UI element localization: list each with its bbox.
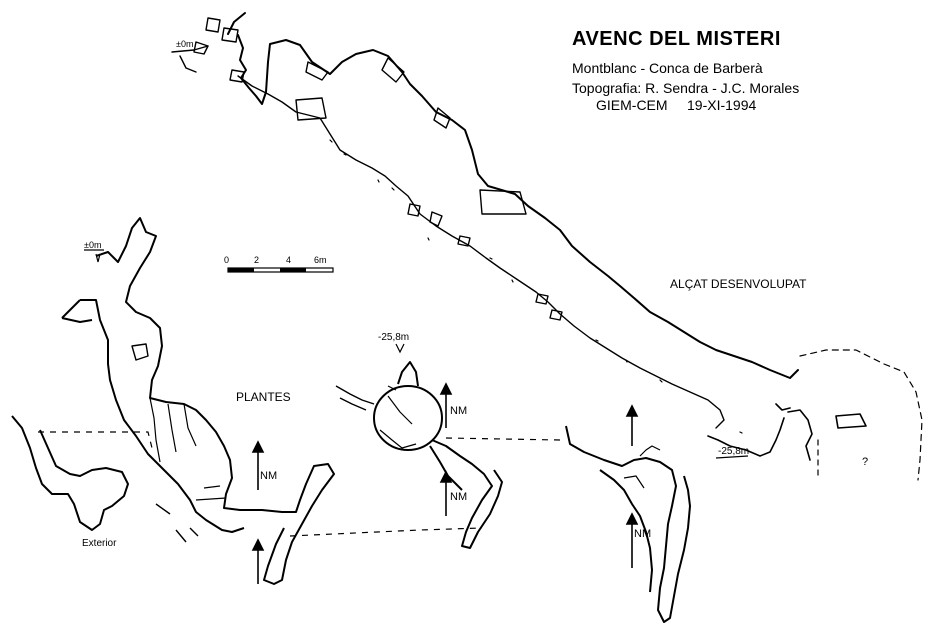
north-label-3: NM bbox=[450, 491, 468, 503]
elevation-profile bbox=[171, 12, 923, 481]
depth-markers bbox=[84, 249, 749, 459]
north-label-1: NM bbox=[260, 470, 278, 482]
plan-view-exterior bbox=[11, 415, 129, 531]
north-label-4: NM bbox=[634, 528, 652, 540]
plan-view-bottom bbox=[565, 425, 691, 623]
entrance-depth-elevation: ±0m bbox=[176, 39, 194, 49]
location-text: Montblanc - Conca de Barberà bbox=[572, 60, 763, 76]
north-arrows bbox=[251, 382, 639, 584]
scale-tick-6m: 6m bbox=[314, 255, 327, 265]
scale-tick-0: 0 bbox=[224, 255, 230, 265]
north-label-2: NM bbox=[450, 405, 468, 417]
bottom-depth-elevation: -25,8m bbox=[718, 446, 750, 457]
group-date: GIEM-CEM 19-XI-1994 bbox=[596, 97, 757, 113]
exterior-label: Exterior bbox=[82, 538, 117, 549]
scale-tick-4: 4 bbox=[286, 255, 292, 265]
map-title: AVENC DEL MISTERI bbox=[572, 28, 781, 50]
plan-view-chamber bbox=[335, 361, 561, 549]
bottom-depth-plan: -25,8m bbox=[378, 332, 410, 343]
scale-tick-2: 2 bbox=[254, 255, 260, 265]
survey-credit: Topografia: R. Sendra - J.C. Morales bbox=[572, 80, 800, 96]
plan-view-main bbox=[38, 217, 483, 585]
plan-view-label: PLANTES bbox=[236, 390, 291, 404]
unknown-continuation-label: ? bbox=[862, 456, 869, 468]
entrance-depth-plan: ±0m bbox=[84, 240, 102, 250]
elevation-view-label: ALÇAT DESENVOLUPAT bbox=[670, 277, 807, 291]
scale-bar bbox=[227, 267, 334, 273]
